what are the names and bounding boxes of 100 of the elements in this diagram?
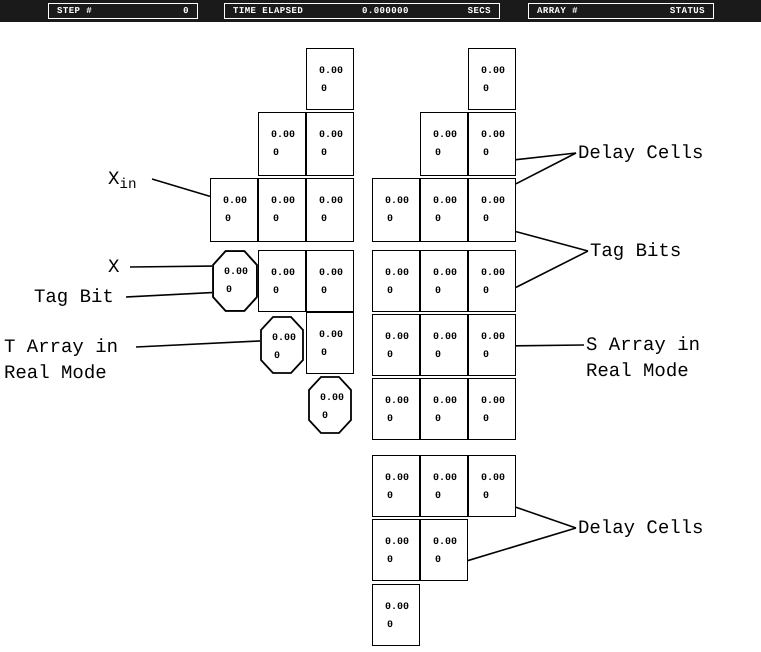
tag-bit-value: 0	[272, 287, 280, 297]
tag-bit-value: 0	[482, 351, 490, 361]
cell-value: 0.00	[385, 603, 410, 613]
cell-value: 0.00	[433, 269, 458, 279]
array-cell	[306, 250, 354, 312]
cell-value: 0.00	[385, 269, 410, 279]
annotation-label: Delay Cells	[578, 515, 728, 541]
tag-bit-value: 0	[482, 215, 490, 225]
tag-bit-value: 0	[434, 287, 442, 297]
status-text: SECS	[468, 6, 491, 16]
annotation-label: X$_{in}$	[108, 166, 150, 200]
cell-value: 0.00	[481, 197, 506, 207]
status-text: 0	[183, 6, 189, 16]
tag-bit-value: 0	[434, 492, 442, 502]
leader-line	[468, 527, 576, 562]
tag-bit-value: 0	[386, 287, 394, 297]
tag-bit-value: 0	[320, 215, 328, 225]
cell-value: 0.00	[224, 268, 248, 278]
array-cell	[420, 250, 468, 312]
octagon-cell	[260, 316, 304, 374]
array-cell	[372, 178, 420, 242]
leader-line	[136, 340, 260, 348]
cell-value: 0.00	[433, 474, 458, 484]
cell-value: 0.00	[271, 269, 296, 279]
tag-bit-value: 0	[320, 287, 328, 297]
tag-bit-value: 0	[434, 415, 442, 425]
cell-value: 0.00	[385, 397, 410, 407]
array-cell	[306, 48, 354, 110]
array-cell	[372, 378, 420, 440]
cell-value: 0.00	[481, 67, 506, 77]
leader-line	[152, 178, 210, 198]
tag-bit-value: 0	[320, 85, 328, 95]
tag-bit-value: 0	[386, 621, 394, 631]
tag-bit-value: 0	[434, 149, 442, 159]
tag-bit-value: 0	[434, 215, 442, 225]
cell-value: 0.00	[319, 331, 344, 341]
cell-value: 0.00	[481, 333, 506, 343]
tag-bit-value: 0	[272, 149, 280, 159]
leader-line	[516, 152, 576, 160]
cell-value: 0.00	[319, 197, 344, 207]
array-cell	[258, 250, 306, 312]
array-cell	[468, 48, 516, 110]
tag-bit-value: 0	[321, 412, 328, 422]
status-field	[48, 3, 198, 19]
array-cell	[372, 250, 420, 312]
annotation-label: Tag Bit	[34, 284, 124, 310]
leader-line	[516, 344, 584, 347]
tag-bit-value: 0	[273, 352, 280, 362]
octagon-cell	[212, 250, 258, 312]
array-cell	[306, 312, 354, 374]
tag-bit-value: 0	[434, 556, 442, 566]
cell-value: 0.00	[433, 131, 458, 141]
array-cell	[420, 455, 468, 517]
array-cell	[420, 112, 468, 176]
annotation-label: Tag Bits	[590, 238, 700, 264]
leader-line	[130, 265, 212, 268]
tag-bit-value: 0	[224, 215, 232, 225]
status-field	[528, 3, 714, 19]
array-cell	[468, 250, 516, 312]
cell-value: 0.00	[272, 334, 296, 344]
status-text: 0.000000	[362, 6, 409, 16]
array-cell	[468, 455, 516, 517]
cell-value: 0.00	[271, 197, 296, 207]
tag-bit-value: 0	[320, 349, 328, 359]
status-text: STEP #	[57, 6, 92, 16]
annotation-label: X	[108, 254, 128, 280]
array-cell	[420, 314, 468, 376]
annotation-label: S Array in Real Mode	[586, 332, 736, 384]
leader-line	[516, 230, 588, 252]
array-cell	[258, 112, 306, 176]
tag-bit-value: 0	[272, 215, 280, 225]
tag-bit-value: 0	[386, 415, 394, 425]
cell-value: 0.00	[385, 474, 410, 484]
status-text: ARRAY #	[537, 6, 578, 16]
tag-bit-value: 0	[386, 351, 394, 361]
array-cell	[468, 314, 516, 376]
tag-bit-value: 0	[434, 351, 442, 361]
cell-value: 0.00	[385, 197, 410, 207]
leader-line	[126, 292, 212, 298]
tag-bit-value: 0	[386, 215, 394, 225]
cell-value: 0.00	[481, 474, 506, 484]
array-cell	[306, 112, 354, 176]
tag-bit-value: 0	[482, 287, 490, 297]
cell-value: 0.00	[271, 131, 296, 141]
leader-line	[516, 152, 576, 184]
array-cell	[468, 112, 516, 176]
array-cell	[468, 378, 516, 440]
cell-value: 0.00	[433, 333, 458, 343]
tag-bit-value: 0	[482, 149, 490, 159]
array-cell	[372, 455, 420, 517]
array-cell	[258, 178, 306, 242]
cell-value: 0.00	[433, 397, 458, 407]
cell-value: 0.00	[433, 538, 458, 548]
tag-bit-value: 0	[386, 492, 394, 502]
cell-value: 0.00	[433, 197, 458, 207]
array-cell	[420, 178, 468, 242]
octagon-cell	[308, 376, 352, 434]
status-text: STATUS	[670, 6, 705, 16]
status-field	[224, 3, 500, 19]
array-cell	[372, 314, 420, 376]
